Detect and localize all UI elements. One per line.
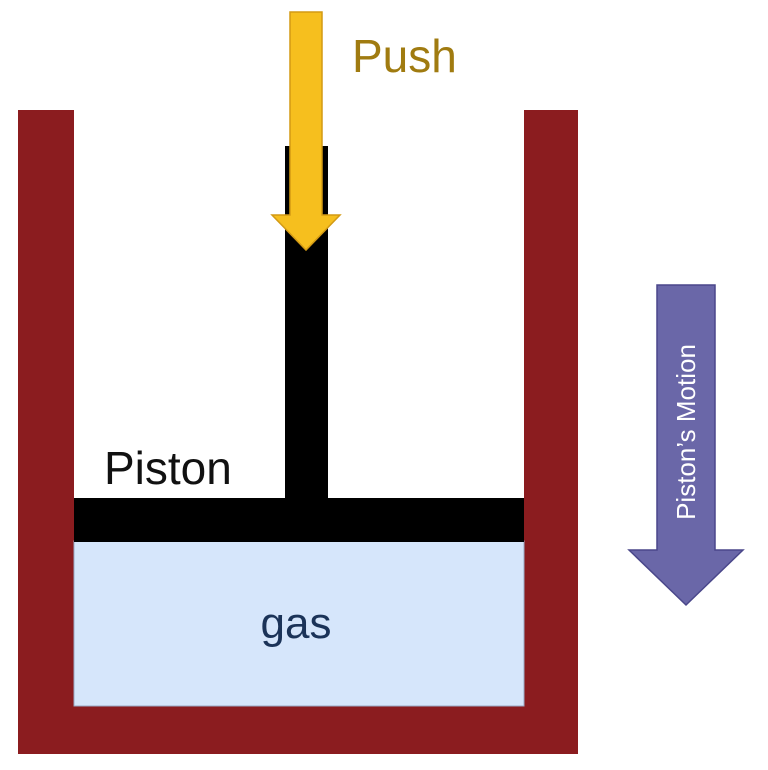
push-arrow-icon [270,11,342,252]
motion-label: Piston’s Motion [671,344,701,520]
motion-arrow-icon [627,284,745,607]
push-label: Push [352,30,457,82]
gas-label: gas [261,599,332,648]
piston-label: Piston [104,442,232,494]
gas-region [73,540,525,707]
